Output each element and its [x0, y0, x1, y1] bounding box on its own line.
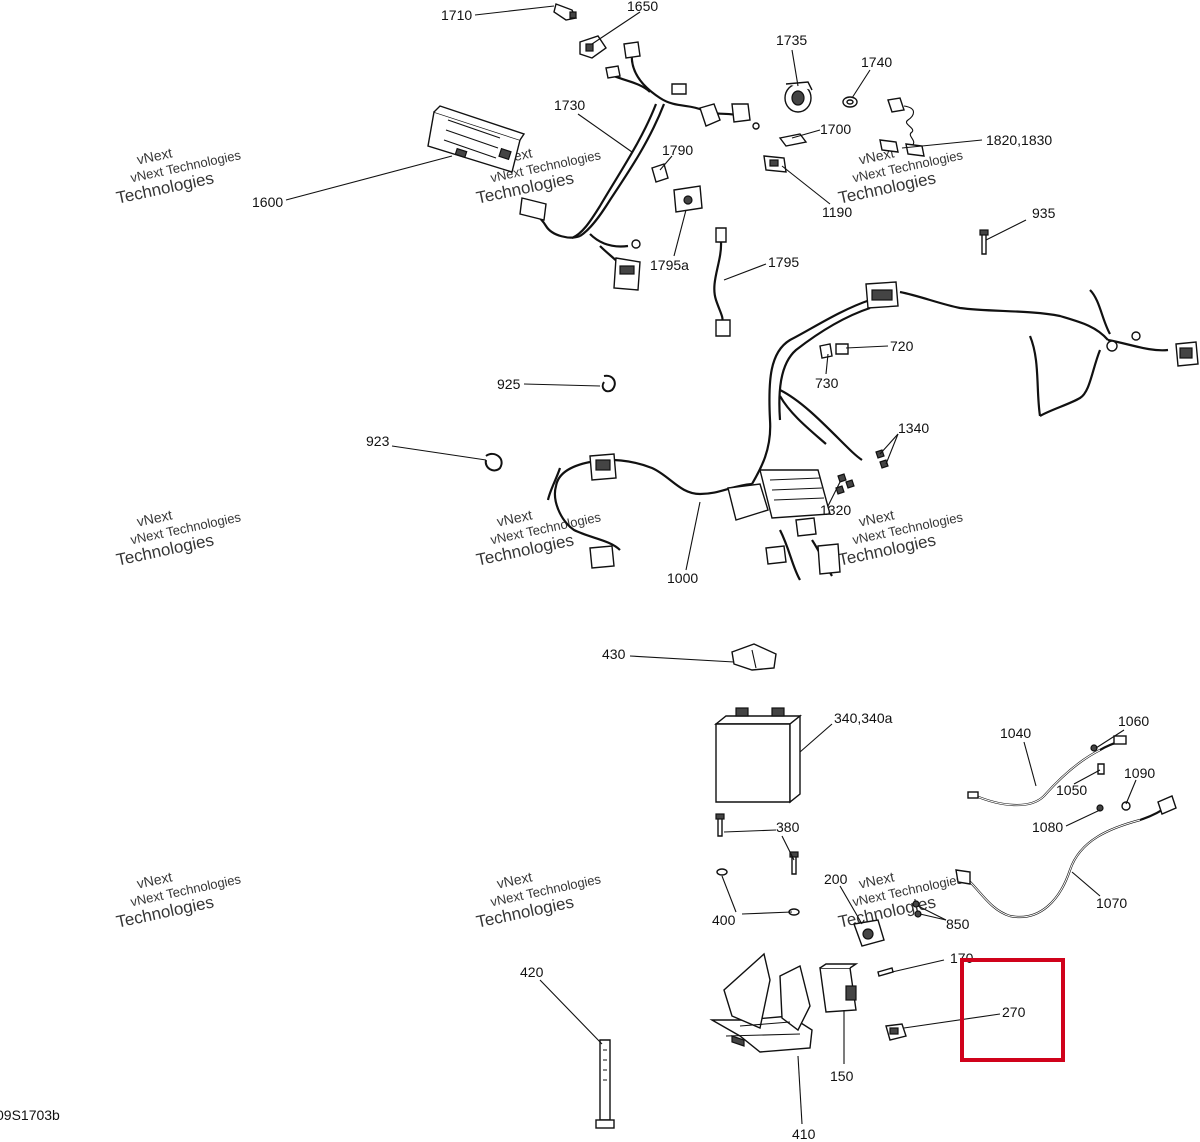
callout-1080: 1080: [1032, 819, 1063, 835]
watermark: vNext vNext Technologies Technologies: [837, 144, 965, 207]
callout-923: 923: [366, 433, 390, 449]
svg-text:vNext: vNext: [495, 506, 533, 529]
part-1040-cable: [967, 735, 1127, 807]
callout-1730: 1730: [554, 97, 585, 113]
part-1790-connector: [651, 163, 669, 183]
svg-text:vNext: vNext: [135, 144, 173, 167]
callout-270: 270: [1002, 1004, 1026, 1020]
svg-text:vNext: vNext: [135, 868, 173, 891]
part-925-clip: [601, 374, 616, 393]
callout-150: 150: [830, 1068, 854, 1084]
part-170-screw: [877, 967, 894, 977]
part-1600-module: [427, 105, 526, 173]
part-400-washers: [716, 868, 800, 916]
callout-935: 935: [1032, 205, 1056, 221]
part-1700-clip: [778, 133, 808, 147]
callout-1340: 1340: [898, 420, 929, 436]
part-380-bolts: [715, 813, 799, 875]
svg-text:vNext: vNext: [135, 506, 173, 529]
part-1820-1830-sensor: [879, 97, 925, 157]
callout-1740: 1740: [861, 54, 892, 70]
callout-430: 430: [602, 646, 626, 662]
callout-420: 420: [520, 964, 544, 980]
callout-1710: 1710: [441, 7, 472, 23]
callout-730: 730: [815, 375, 839, 391]
part-1730-harness: [519, 41, 760, 291]
callout-1790: 1790: [662, 142, 693, 158]
callout-1320: 1320: [820, 502, 851, 518]
callout-1090: 1090: [1124, 765, 1155, 781]
part-923-clip: [484, 452, 503, 472]
part-150-fusebox: [819, 963, 859, 1013]
part-420-strap: [595, 1039, 615, 1129]
watermark: vNext vNext Technologies Technologies: [475, 506, 603, 569]
callout-labels: 1710 1650 1735 1740 1730 1700 1820,1830 …: [252, 0, 1155, 1142]
part-430-bracket: [731, 643, 777, 671]
part-1710-connector: [553, 3, 578, 21]
svg-text:vNext: vNext: [857, 868, 895, 891]
part-850-screws: [912, 900, 922, 918]
part-1795-sensor: [713, 227, 731, 337]
callout-1700: 1700: [820, 121, 851, 137]
leader-lines: [285, 5, 1137, 1125]
callout-1600: 1600: [252, 194, 283, 210]
callout-1060: 1060: [1118, 713, 1149, 729]
part-1000-main-harness: [546, 281, 1199, 581]
watermark: vNext vNext Technologies Technologies: [115, 506, 243, 569]
callout-1050: 1050: [1056, 782, 1087, 798]
callout-1190: 1190: [822, 204, 852, 220]
part-1795a-relay: [673, 185, 703, 213]
watermarks: vNext vNext Technologies Technologies vN…: [115, 144, 965, 931]
watermark: vNext vNext Technologies Technologies: [115, 868, 243, 931]
part-1320-terminals: [835, 473, 855, 495]
callout-1820-1830: 1820,1830: [986, 132, 1052, 148]
callout-925: 925: [497, 376, 521, 392]
callout-1735: 1735: [776, 32, 807, 48]
part-340-battery: [714, 707, 802, 804]
part-1190-connector: [763, 155, 787, 173]
callout-1070: 1070: [1096, 895, 1127, 911]
callout-1000: 1000: [667, 570, 698, 586]
figure-code: 09S1703b: [0, 1107, 60, 1123]
callout-400: 400: [712, 912, 736, 928]
callout-340-340a: 340,340a: [834, 710, 893, 726]
callout-1040: 1040: [1000, 725, 1031, 741]
watermark: vNext vNext Technologies Technologies: [115, 144, 243, 207]
part-1080-nut: [1096, 804, 1104, 812]
part-1740-washer: [842, 96, 858, 108]
callout-410: 410: [792, 1126, 816, 1142]
part-935-screw: [979, 229, 989, 255]
part-410-tray: [709, 952, 813, 1053]
highlight-box: [960, 958, 1065, 1062]
callout-720: 720: [890, 338, 914, 354]
callout-1795: 1795: [768, 254, 799, 270]
part-1050-bolt: [1097, 763, 1105, 775]
callout-1795a: 1795a: [650, 257, 689, 273]
svg-text:vNext: vNext: [495, 868, 533, 891]
parts: [427, 3, 1199, 1129]
part-270-connector: [885, 1023, 907, 1041]
callout-380: 380: [776, 819, 800, 835]
svg-text:vNext: vNext: [857, 506, 895, 529]
part-200-relay: [853, 919, 885, 947]
watermark: vNext vNext Technologies Technologies: [475, 868, 603, 931]
part-1650-connector: [579, 35, 607, 59]
part-1090-nut: [1121, 801, 1131, 811]
part-1340-terminals: [875, 449, 889, 469]
callout-1650: 1650: [627, 0, 658, 14]
part-1070-cable: [955, 795, 1177, 919]
callout-850: 850: [946, 916, 970, 932]
callout-200: 200: [824, 871, 848, 887]
part-1735-switch: [784, 81, 813, 113]
